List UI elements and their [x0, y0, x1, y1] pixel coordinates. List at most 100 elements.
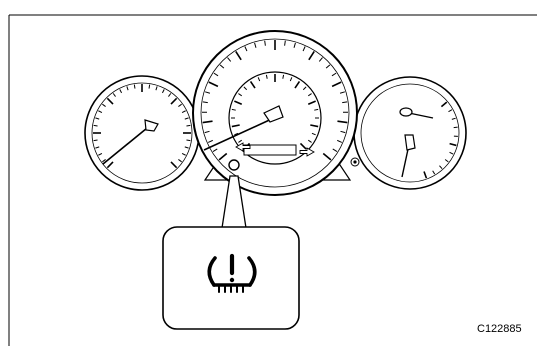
tick-mark [208, 81, 219, 88]
tick-mark [332, 148, 338, 152]
tick-mark [243, 86, 248, 91]
right-gauge-ticks [423, 101, 458, 179]
left-gauge [84, 75, 200, 191]
tick-mark [339, 91, 346, 94]
tick-mark [337, 139, 343, 143]
tick-mark [249, 80, 256, 89]
tick-mark [98, 152, 103, 156]
tick-mark [311, 132, 316, 136]
tick-mark [148, 84, 151, 89]
tick-mark [106, 161, 114, 169]
tick-mark [204, 91, 211, 94]
callout-pointer [221, 175, 247, 229]
speedometer-needle [203, 116, 277, 151]
tick-mark [307, 93, 312, 97]
tick-mark [112, 93, 116, 97]
left-gauge-ticks [93, 84, 191, 169]
tick-mark [227, 57, 232, 62]
tick-mark [170, 97, 178, 105]
right-gauge-upper-hub [399, 107, 413, 117]
tick-mark [202, 120, 213, 124]
tick-mark [294, 80, 301, 89]
tick-mark [95, 117, 100, 120]
tick-mark [95, 146, 100, 149]
tick-mark [155, 86, 158, 91]
tick-mark [322, 152, 332, 161]
tick-mark [184, 146, 189, 149]
tick-mark [93, 139, 98, 142]
tick-mark [331, 72, 337, 77]
tick-mark [178, 159, 182, 163]
tick-mark [119, 89, 123, 94]
tick-mark [207, 139, 213, 143]
tick-mark [265, 74, 268, 79]
tick-mark [318, 57, 323, 62]
callout-box [162, 226, 300, 330]
tick-mark [181, 152, 186, 156]
tick-mark [93, 124, 98, 127]
tick-mark [186, 124, 191, 127]
tick-mark [448, 109, 453, 113]
tick-mark [168, 93, 172, 97]
tick-mark [231, 108, 236, 111]
tick-mark [440, 101, 448, 108]
figure-id-label: C122885 [477, 323, 522, 335]
odometer-display [243, 144, 297, 156]
tick-mark [254, 42, 257, 48]
frame [8, 14, 537, 346]
tick-mark [444, 159, 449, 163]
tick-mark [204, 130, 210, 134]
tire-pressure-warning-lamp [228, 159, 240, 171]
tick-mark [126, 86, 129, 91]
tick-mark [170, 161, 178, 169]
speedometer-hub [263, 105, 284, 123]
tick-mark [238, 93, 243, 97]
tick-mark [264, 40, 266, 46]
tick-mark [161, 89, 165, 94]
tick-mark [218, 152, 228, 161]
tick-mark [181, 110, 186, 114]
tick-mark [423, 171, 428, 179]
left-turn-signal-icon [235, 142, 251, 152]
tick-mark [284, 40, 286, 46]
tick-mark [178, 103, 182, 107]
tick-mark [307, 139, 312, 143]
tick-mark [102, 159, 106, 163]
tick-mark [449, 151, 454, 155]
tick-mark [325, 64, 331, 69]
tick-mark [451, 117, 456, 120]
left-gauge-needle [102, 123, 153, 165]
tick-mark [234, 132, 239, 136]
right-gauge-lower-hub [404, 134, 416, 151]
tick-mark [133, 84, 136, 89]
tick-mark [331, 81, 342, 88]
tick-mark [244, 46, 248, 52]
tick-mark [337, 120, 348, 124]
tick-mark [449, 142, 457, 147]
tick-mark [231, 124, 240, 128]
tick-mark [102, 103, 106, 107]
tire-pressure-warning-icon [207, 253, 257, 293]
tick-mark [213, 72, 219, 77]
tick-mark [340, 130, 346, 134]
right-turn-signal-icon [299, 147, 315, 157]
tick-mark [302, 46, 306, 52]
tick-mark [289, 77, 293, 82]
tick-mark [238, 139, 243, 143]
tick-mark [439, 165, 443, 170]
right-gauge [350, 76, 467, 190]
tick-mark [212, 148, 218, 152]
tick-mark [314, 108, 319, 111]
tick-mark [234, 100, 243, 105]
inner-dial-ticks [231, 74, 319, 150]
tick-mark [106, 97, 114, 105]
tick-mark [257, 77, 261, 82]
tick-mark [308, 51, 315, 61]
speedometer [192, 30, 358, 196]
tick-mark [186, 139, 191, 142]
tick-mark [307, 100, 316, 105]
tick-mark [293, 42, 296, 48]
tick-mark [302, 86, 307, 91]
tick-mark [98, 110, 103, 114]
